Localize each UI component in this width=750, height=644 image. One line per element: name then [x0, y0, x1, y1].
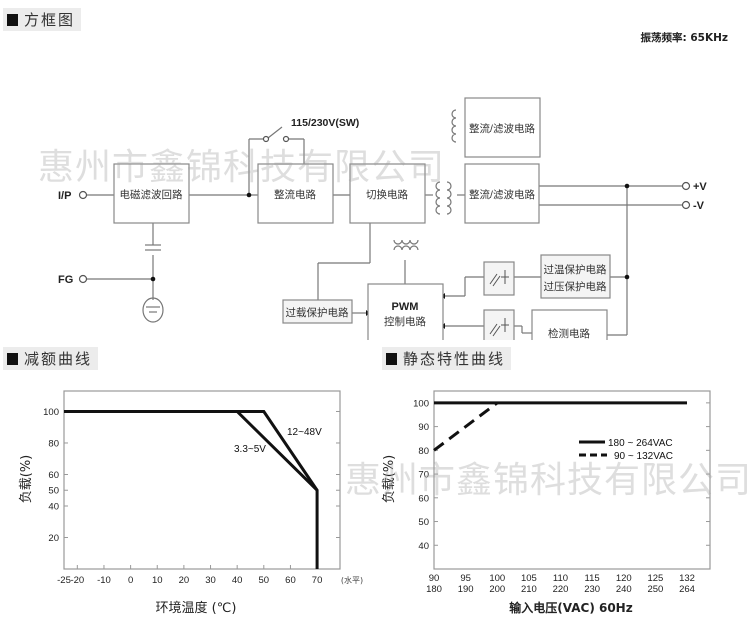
x-tick-label: 20	[179, 575, 190, 586]
x-tick-label-top: 125	[647, 573, 663, 584]
fg-label: FG	[58, 274, 73, 286]
static-chart: 4050607080901009018095190100200105210110…	[382, 390, 711, 615]
frequency-label: 振荡频率: 65KHz	[640, 31, 728, 44]
annotation-3-3-5v: 3.3~5V	[234, 444, 266, 455]
y-tick-label: 80	[418, 446, 429, 457]
x-unit-label: (水平)	[341, 575, 363, 585]
legend-label: 90 ~ 132VAC	[614, 451, 673, 462]
x-tick-label-top: 95	[460, 573, 471, 584]
y-axis-label: 负载(%)	[19, 455, 34, 504]
x-tick-label-bottom: 264	[679, 584, 695, 595]
x-tick-label-top: 115	[585, 573, 600, 584]
plus-v-terminal	[681, 181, 691, 191]
plot-area	[433, 390, 711, 570]
x-tick-label-bottom: 200	[489, 584, 505, 595]
section-title-text: 方框图	[24, 11, 76, 29]
x-tick-label-top: 110	[553, 573, 568, 584]
y-tick-label: 100	[43, 407, 59, 418]
x-tick-label-bottom: 210	[521, 584, 537, 595]
switching-block	[349, 163, 426, 224]
detection-block	[531, 309, 608, 340]
switch-label: 115/230V(SW)	[291, 117, 359, 129]
main-rect-filter-block	[464, 163, 540, 224]
y-tick-label: 60	[418, 493, 429, 504]
rectifier-block	[257, 163, 334, 224]
aux-rect-filter-block	[464, 97, 541, 158]
plus-v-label: +V	[693, 181, 707, 193]
x-tick-label-top: 132	[679, 573, 695, 584]
y-tick-label: 20	[48, 533, 59, 544]
overload-label: 过载保护电路	[286, 306, 349, 319]
block-diagram: 电磁滤波回路 整流电路 切换电路 整流/滤波电路 整流/滤波电路 过载保护电路 …	[58, 31, 728, 340]
x-tick-label: 30	[205, 575, 216, 586]
x-tick-label: 10	[152, 575, 163, 586]
section-title-text: 减额曲线	[24, 350, 93, 368]
ip-terminal	[78, 190, 88, 200]
x-tick-label-top: 100	[489, 573, 505, 584]
minus-v-label: -V	[693, 200, 705, 212]
y-tick-label: 60	[48, 470, 59, 481]
x-tick-label: -25	[57, 575, 71, 586]
x-tick-label: 50	[259, 575, 270, 586]
legend-label: 180 ~ 264VAC	[608, 438, 673, 449]
block-diagram-section-title: 方框图	[3, 8, 82, 31]
optocoupler-1	[483, 261, 515, 296]
y-tick-label: 40	[418, 541, 429, 552]
x-tick-label-bottom: 250	[647, 584, 663, 595]
x-tick-label-bottom: 190	[458, 584, 474, 595]
y-tick-label: 80	[48, 438, 59, 449]
y-tick-label: 90	[418, 422, 429, 433]
derating-section-title: 减额曲线	[3, 347, 99, 370]
x-tick-label-top: 105	[521, 573, 537, 584]
aux-rect-filter-label: 整流/滤波电路	[469, 122, 535, 135]
x-tick-label: -10	[97, 575, 111, 586]
annotation-12-48v: 12~48V	[287, 427, 322, 438]
y-tick-label: 50	[48, 486, 59, 497]
y-tick-label: 40	[48, 501, 59, 512]
y-tick-label: 70	[418, 470, 429, 481]
x-tick-label: 0	[128, 575, 133, 586]
x-tick-label: 70	[312, 575, 323, 586]
switching-label: 切换电路	[366, 188, 408, 201]
minus-v-terminal	[681, 200, 691, 210]
overload-block	[282, 299, 353, 324]
ip-label: I/P	[58, 190, 71, 202]
pwm-control-label: 控制电路	[384, 315, 426, 328]
optocoupler-2	[483, 309, 515, 340]
x-tick-label: -20	[70, 575, 84, 586]
series-line	[433, 401, 499, 452]
pwm-label: PWM	[392, 301, 419, 313]
emi-filter-label: 电磁滤波回路	[120, 188, 183, 201]
static-section-title: 静态特性曲线	[382, 347, 512, 370]
x-tick-label-bottom: 230	[584, 584, 600, 595]
x-tick-label: 40	[232, 575, 243, 586]
protection-block	[540, 254, 611, 299]
x-axis-label: 环境温度 (℃)	[156, 600, 237, 616]
x-tick-label-bottom: 220	[553, 584, 569, 595]
x-tick-label-bottom: 240	[616, 584, 632, 595]
over-temp-label: 过温保护电路	[544, 263, 607, 276]
plot-area	[63, 390, 341, 570]
derating-chart: 20 40 50 60 80 100 -25-20 -10 0 10 20 30 40 50 60 70 (水平…	[19, 390, 363, 616]
pwm-block	[367, 283, 444, 340]
x-axis-label: 输入电压(VAC) 60Hz	[509, 600, 632, 615]
emi-filter-block	[113, 163, 190, 224]
series-line-3.3~5V	[64, 409, 319, 492]
fg-terminal	[78, 274, 88, 284]
y-tick-label: 50	[418, 517, 429, 528]
x-tick-label-top: 90	[429, 573, 440, 584]
y-tick-label: 100	[413, 398, 429, 409]
section-title-text: 静态特性曲线	[403, 350, 506, 368]
x-tick-label-bottom: 180	[426, 584, 442, 595]
main-rect-filter-label: 整流/滤波电路	[469, 188, 535, 201]
x-tick-label: 60	[285, 575, 296, 586]
x-tick-label-top: 120	[616, 573, 632, 584]
y-axis-label: 负载(%)	[382, 455, 397, 504]
over-voltage-label: 过压保护电路	[544, 280, 607, 293]
detection-label: 检测电路	[548, 327, 590, 340]
rectifier-label: 整流电路	[274, 188, 316, 201]
